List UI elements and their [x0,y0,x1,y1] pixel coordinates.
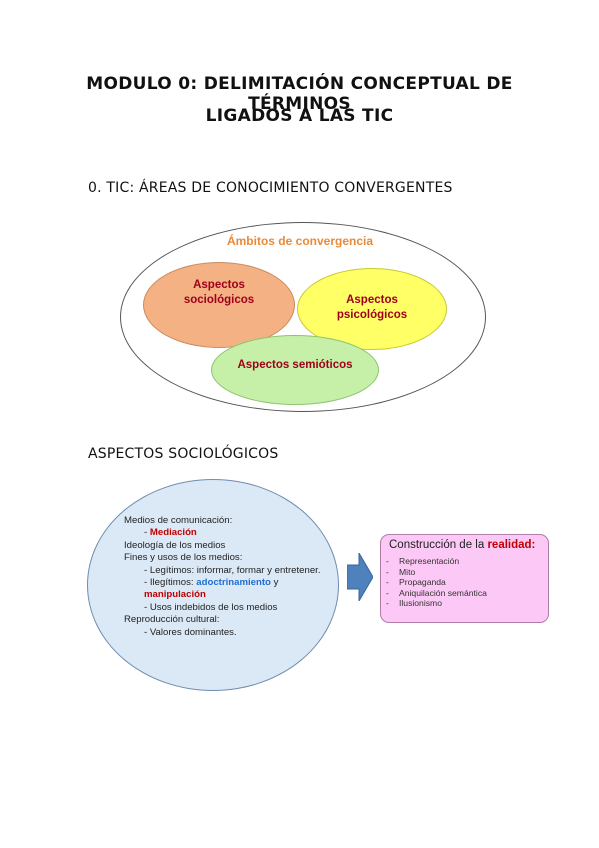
sociological-label: Aspectos sociológicos [159,278,279,308]
arrow-right-icon [347,553,373,601]
convergence-label: Ámbitos de convergencia [226,234,374,248]
sociology-ellipse [87,479,339,691]
manipulacion-highlight: manipulación [144,589,206,601]
note-mediacion: - Mediación [144,527,197,539]
psychological-label-line-1: Aspectos [346,294,398,306]
note-legitimos: - Legítimos: informar, formar y entreten… [144,564,321,576]
note-medios: Medios de comunicación: [124,515,233,526]
reality-box-title: Construcción de la realidad: [389,539,549,551]
psychological-label: Aspectos psicológicos [312,293,432,323]
ilegitimos-prefix: Ilegítimos: [149,577,197,589]
valores-text: Valores dominantes. [149,626,237,638]
sociology-notes: Medios de comunicación: - Mediación Ideo… [124,515,324,639]
list-item: Aniquilación semántica [386,588,546,599]
list-item: Propaganda [386,577,546,588]
reality-list: Representación Mito Propaganda Aniquilac… [386,556,546,609]
note-indebidos: - Usos indebidos de los medios [144,601,278,613]
sociological-label-line-2: sociológicos [183,294,255,306]
note-valores: - Valores dominantes. [144,626,237,638]
ilegitimos-y: y [270,577,279,589]
psychological-label-line-2: psicológicos [336,309,408,321]
semiotic-label: Aspectos semióticos [237,359,353,371]
list-item: Mito [386,567,546,578]
page-title-line-2: LIGADOS A LAS TIC [205,106,394,126]
list-item: Representación [386,556,546,567]
adoctrinamiento-highlight: adoctrinamiento [196,577,271,589]
indebidos-text: Usos indebidos de los medios [149,601,278,613]
note-fines: Fines y usos de los medios: [124,552,243,564]
note-reproduccion: Reproducción cultural: [124,614,220,626]
reality-title-highlight: realidad: [487,539,536,551]
section-heading-sociological: ASPECTOS SOCIOLÓGICOS [88,446,279,462]
note-ideologia: Ideología de los medios [124,539,226,551]
list-item: Ilusionismo [386,598,546,609]
reality-title-prefix: Construcción de la [389,539,488,551]
section-heading-tic: 0. TIC: ÁREAS DE CONOCIMIENTO CONVERGENT… [88,180,453,196]
mediacion-highlight: Mediación [149,527,197,539]
legitimos-text: Legítimos: informar, formar y entretener… [149,564,321,576]
sociological-ellipse [143,262,295,348]
sociological-label-line-1: Aspectos [193,279,245,291]
page-title-line-1: MODULO 0: DELIMITACIÓN CONCEPTUAL DE TÉR… [86,74,513,114]
semiotic-ellipse [211,335,379,405]
